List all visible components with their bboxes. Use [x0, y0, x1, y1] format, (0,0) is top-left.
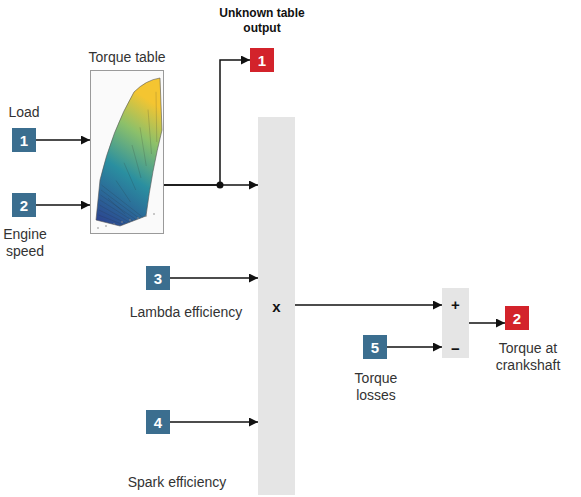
signal-arrow	[170, 277, 258, 279]
signal-name: Torque at crankshaft	[478, 340, 578, 374]
port-number: 2	[513, 310, 521, 327]
signal-name: Lambda efficiency	[118, 304, 254, 321]
input-port: 3	[146, 266, 170, 290]
signal-arrow	[469, 322, 505, 324]
operator-sign: −	[451, 340, 460, 357]
signal-name: Load	[4, 104, 44, 121]
output-title: Unknown table output	[217, 6, 307, 36]
sum-block: +−	[442, 288, 469, 358]
multiply-block: x	[258, 117, 295, 495]
signal-arrow	[387, 346, 442, 348]
signal-arrow	[164, 184, 258, 186]
signal-name: Spark efficiency	[112, 474, 242, 491]
torque-table: Torque table	[90, 70, 164, 234]
input-port: 5	[363, 335, 387, 359]
port-number: 4	[154, 414, 162, 431]
operator-sign: x	[272, 298, 280, 315]
port-number: 1	[258, 52, 266, 69]
port-number: 2	[20, 197, 28, 214]
signal-arrow	[36, 204, 90, 206]
signal-name: Torque losses	[350, 370, 402, 404]
table-heading: Torque table	[88, 49, 165, 65]
input-port: 2	[12, 193, 36, 217]
signal-arrow	[164, 60, 250, 185]
port-number: 1	[20, 132, 28, 149]
signal-arrow	[295, 304, 442, 306]
port-number: 5	[371, 339, 379, 356]
signal-arrow	[36, 139, 90, 141]
surface-plot	[90, 70, 164, 234]
output-port: 1	[250, 48, 274, 72]
signal-name: Engine speed	[0, 226, 50, 260]
input-port: 1	[12, 128, 36, 152]
operator-sign: +	[451, 296, 460, 313]
input-port: 4	[146, 410, 170, 434]
output-port: 2	[505, 306, 529, 330]
signal-arrow	[170, 421, 258, 423]
port-number: 3	[154, 270, 162, 287]
